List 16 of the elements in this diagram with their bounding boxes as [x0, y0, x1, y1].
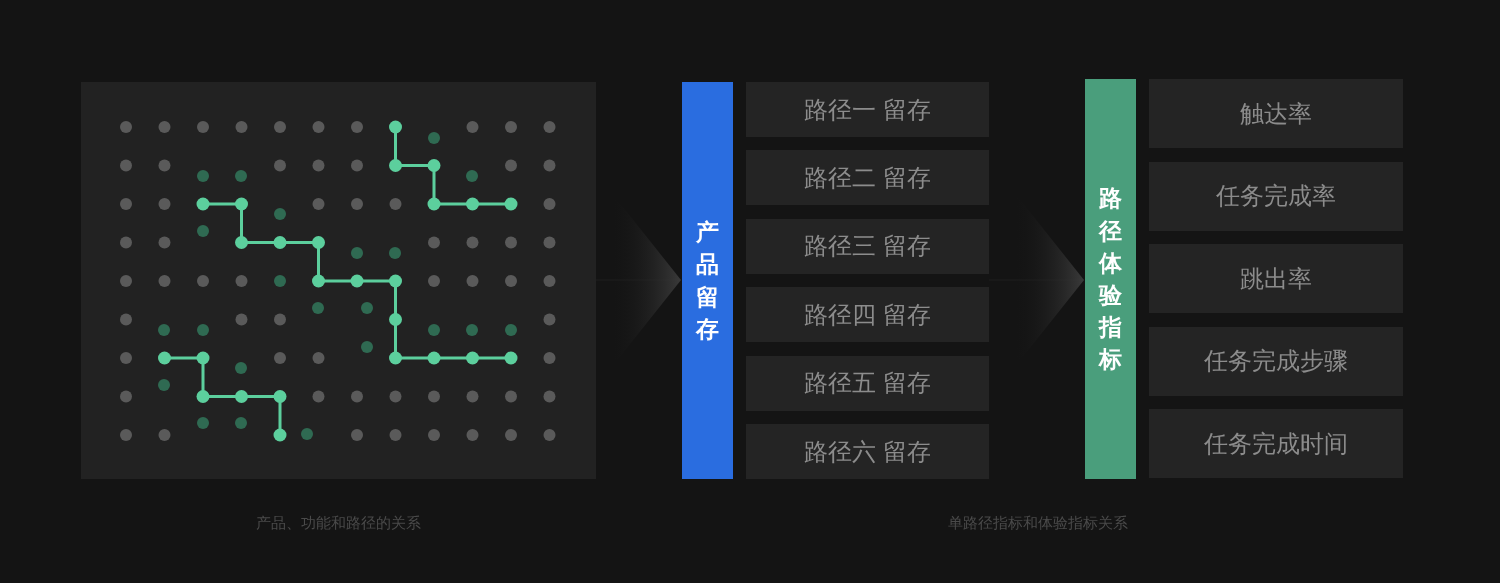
metric-box: 路径三 留存 — [746, 218, 989, 274]
metric-box: 跳出率 — [1149, 244, 1403, 313]
vertical-bar — [1085, 79, 1136, 479]
vertical-bar — [682, 82, 733, 479]
metric-box: 任务完成步骤 — [1149, 326, 1403, 396]
metric-box: 路径四 留存 — [746, 287, 989, 343]
metric-box: 路径一 留存 — [746, 82, 989, 137]
metric-box: 任务完成率 — [1149, 161, 1403, 231]
bar-label: 产品留存 — [696, 218, 719, 344]
metric-box: 任务完成时间 — [1149, 409, 1403, 478]
metric-box: 路径二 留存 — [746, 150, 989, 206]
metric-box: 触达率 — [1149, 79, 1403, 148]
metric-box: 路径五 留存 — [746, 355, 989, 411]
grid-panel — [81, 82, 596, 479]
metric-box: 路径六 留存 — [746, 424, 989, 479]
bar-label: 路径体验指标 — [1099, 184, 1122, 375]
